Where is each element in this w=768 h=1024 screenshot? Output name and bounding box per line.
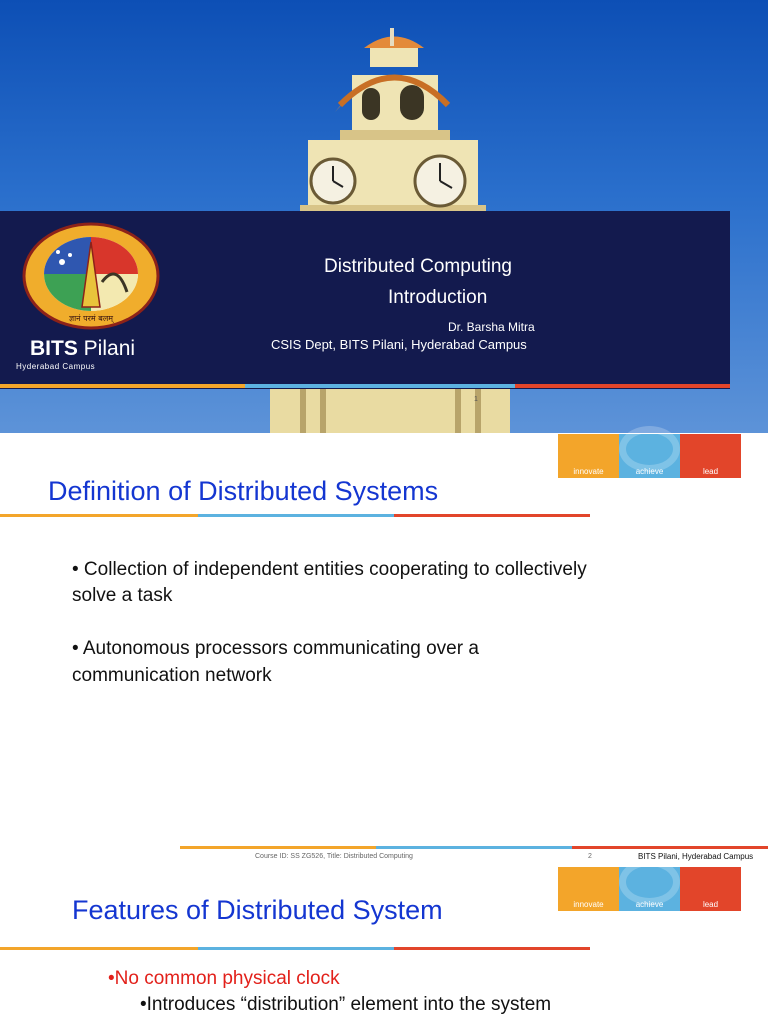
brand-name: BITS Pilani [30,337,135,361]
footer-campus: BITS Pilani, Hyderabad Campus [638,852,754,861]
brand-bold: BITS [30,337,78,360]
innovate-achieve-lead-badge: innovate achieve lead [558,426,741,478]
bullet-text: •Introduces “distribution” element into … [140,994,552,1015]
author-name: Dr. Barsha Mitra [448,320,535,334]
logo-motto: ज्ञानं परमं बलम् [69,314,115,324]
bits-logo: ज्ञानं परमं बलम् [22,222,160,330]
stripe-orange [0,384,245,388]
badge-lead: lead [680,867,741,911]
innovate-achieve-lead-badge: innovate achieve lead [558,859,741,911]
presentation-subtitle: Introduction [388,287,488,308]
stripe-red [515,384,730,388]
footer-course: Course ID: SS ZG526, Title: Distributed … [255,853,413,860]
department: CSIS Dept, BITS Pilani, Hyderabad Campus [271,337,527,352]
bullet-text: communication network [72,665,272,686]
presentation-title: Distributed Computing [324,256,512,277]
page-number: 1 [474,396,478,403]
bullet-text: •No common physical clock [108,968,340,989]
title-underline [0,947,590,950]
bullet-text: solve a task [72,585,173,606]
title-underline [0,514,590,517]
brand-campus: Hyderabad Campus [16,362,96,371]
badge-achieve: achieve [619,859,680,911]
bullet-text: • Collection of independent entities coo… [72,559,587,580]
footer-line [180,846,768,849]
badge-innovate: innovate [558,434,619,478]
bullet-text: • Autonomous processors communicating ov… [72,638,479,659]
slide-title: Features of Distributed System [72,895,443,925]
brand-rest: Pilani [77,337,136,360]
badge-innovate: innovate [558,867,619,911]
badge-achieve: achieve [619,426,680,478]
stripe-blue [245,384,515,388]
footer-page-number: 2 [588,853,592,860]
title-slide: ज्ञानं परमं बलम् BITS Pilani Hyderabad C… [0,0,768,433]
badge-lead: lead [680,434,741,478]
slide-title: Definition of Distributed Systems [48,476,439,506]
